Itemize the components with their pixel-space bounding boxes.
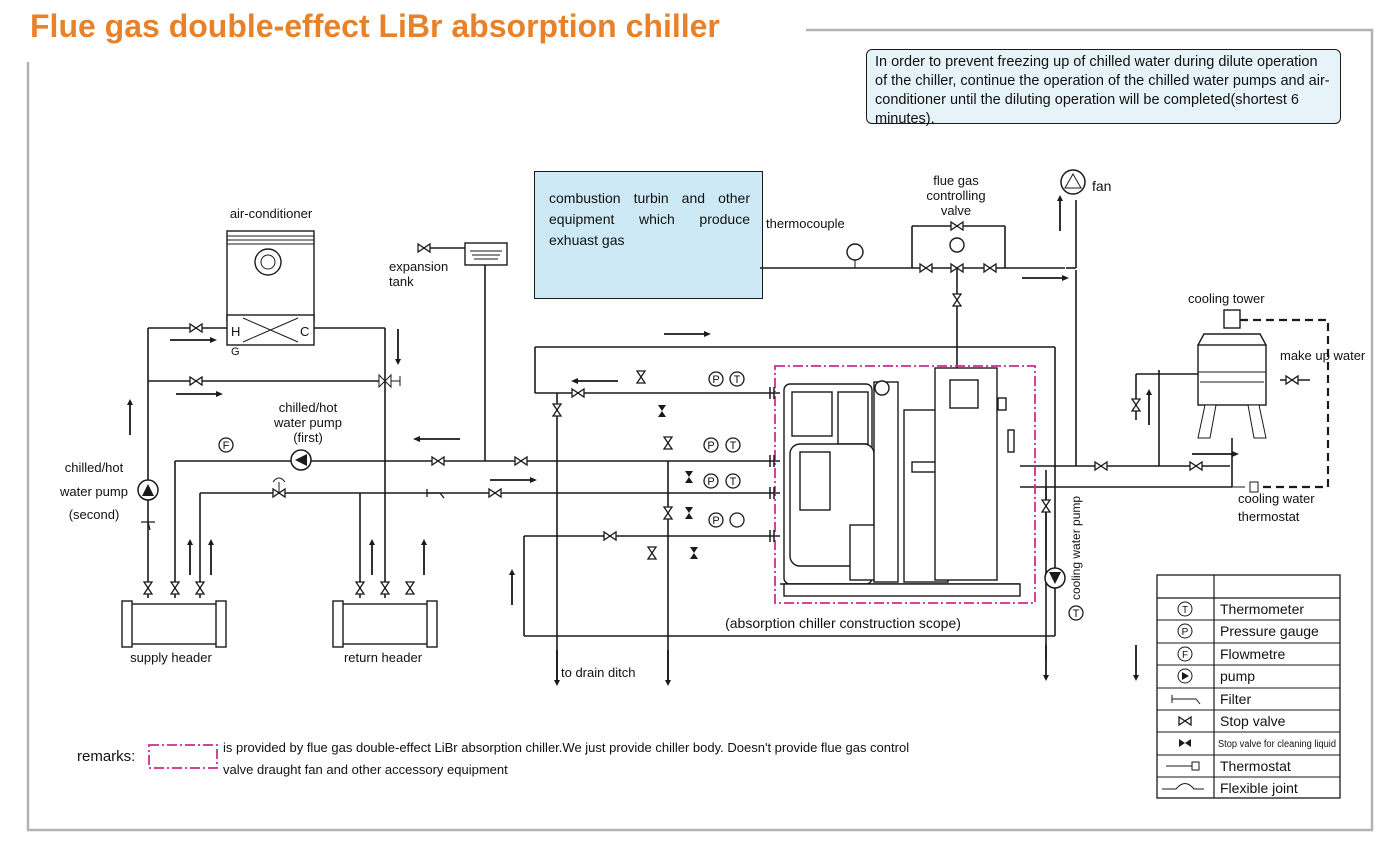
remarks-scope-sample — [148, 744, 218, 769]
flue-gas-controlling-valve: flue gas controlling valve — [919, 173, 997, 307]
svg-text:(first): (first) — [293, 430, 323, 445]
thermocouple: thermocouple — [766, 216, 864, 268]
expansion-tank: expansion tank — [389, 242, 508, 289]
legend-table: T P F Thermometer — [1156, 574, 1341, 799]
svg-text:Thermostat: Thermostat — [1220, 758, 1291, 774]
svg-text:chilled/hot: chilled/hot — [279, 400, 338, 415]
cleaning-valve-icon — [1179, 739, 1191, 747]
svg-text:(second): (second) — [69, 507, 120, 522]
svg-text:F: F — [1182, 650, 1188, 661]
chilled-pump-second: chilled/hot water pump (second) — [59, 460, 159, 522]
svg-text:cooling tower: cooling tower — [1188, 291, 1265, 306]
combustion-equipment-box: combustion turbin and other equipment wh… — [534, 171, 763, 299]
bypass-control-valve — [272, 477, 286, 498]
svg-text:Filter: Filter — [1220, 691, 1251, 707]
svg-text:chilled/hot: chilled/hot — [65, 460, 124, 475]
supply-header: supply header — [121, 600, 227, 665]
return-header: return header — [332, 600, 438, 665]
chiller-scope-border — [774, 365, 1036, 604]
chilled-pump-first: chilled/hot water pump (first) — [273, 400, 342, 471]
absorption-chiller — [780, 367, 1021, 597]
svg-text:T: T — [734, 374, 741, 386]
svg-text:Pressure gauge: Pressure gauge — [1220, 623, 1319, 639]
cooling-tower: cooling tower make up water — [1188, 291, 1366, 439]
svg-text:P: P — [707, 476, 714, 488]
ac-h-label: H — [231, 324, 240, 339]
svg-text:Stop valve for cleaning liquid: Stop valve for cleaning liquid — [1218, 739, 1336, 750]
cooling-water-pump-label: cooling water pump — [1069, 496, 1083, 600]
svg-text:valve draught fan and other ac: valve draught fan and other accessory eq… — [223, 762, 508, 777]
air-conditioner: H C G air-conditioner — [226, 206, 315, 358]
svg-text:P: P — [712, 374, 719, 386]
drain-label: to drain ditch — [561, 665, 635, 680]
air-conditioner-label: air-conditioner — [230, 206, 313, 221]
svg-text:Flowmetre: Flowmetre — [1220, 646, 1286, 662]
ac-c-label: C — [300, 324, 309, 339]
flexible-joint-icon — [1162, 783, 1204, 790]
three-way-valve — [378, 373, 401, 389]
svg-text:remarks:: remarks: — [77, 748, 135, 765]
svg-text:T: T — [1073, 608, 1080, 620]
stop-valves — [143, 323, 1299, 595]
svg-text:make up water: make up water — [1280, 348, 1366, 363]
flue-gas-label: flue gas — [933, 173, 979, 188]
svg-text:Flexible joint: Flexible joint — [1220, 780, 1298, 796]
dilution-note: In order to prevent freezing up of chill… — [866, 49, 1341, 127]
tank-label: tank — [389, 274, 414, 289]
svg-text:Stop valve: Stop valve — [1220, 713, 1286, 729]
thermocouple-label: thermocouple — [766, 216, 845, 231]
thermometer-icon: T — [1177, 601, 1193, 617]
flowmetre-gauge-label: F — [223, 440, 230, 452]
svg-text:thermostat: thermostat — [1238, 509, 1300, 524]
piping — [147, 200, 1310, 680]
pressure-gauge-icon: P — [1177, 623, 1193, 639]
svg-text:supply header: supply header — [130, 650, 212, 665]
svg-text:pump: pump — [1220, 668, 1255, 684]
fan: fan — [1060, 169, 1111, 195]
filter-icon — [1171, 695, 1201, 705]
svg-text:T: T — [1182, 605, 1188, 616]
cooling-water-thermostat: cooling water thermostat — [1222, 481, 1315, 524]
svg-text:return header: return header — [344, 650, 423, 665]
diagram-frame — [26, 28, 1374, 832]
page-title: Flue gas double-effect LiBr absorption c… — [30, 8, 720, 44]
svg-text:water pump: water pump — [59, 484, 128, 499]
svg-text:cooling water: cooling water — [1238, 491, 1315, 506]
makeup-dashed-line — [1240, 318, 1330, 489]
svg-text:T: T — [730, 440, 737, 452]
ac-g-label: G — [231, 346, 240, 358]
svg-text:P: P — [712, 515, 719, 527]
pump-icon — [1177, 668, 1193, 684]
valve-label: valve — [941, 203, 971, 218]
gauges: F P T P T P T P T — [218, 371, 1084, 621]
svg-text:water pump: water pump — [273, 415, 342, 430]
svg-text:P: P — [707, 440, 714, 452]
fan-label: fan — [1092, 178, 1111, 194]
svg-text:Thermometer: Thermometer — [1220, 601, 1304, 617]
filters — [141, 489, 445, 531]
svg-text:P: P — [1182, 627, 1189, 638]
remarks: remarks: is provided by flue gas double-… — [77, 740, 909, 777]
scope-label: (absorption chiller construction scope) — [725, 615, 961, 631]
controlling-label: controlling — [926, 188, 985, 203]
expansion-label: expansion — [389, 259, 448, 274]
svg-text:T: T — [730, 476, 737, 488]
svg-text:is provided by flue gas double: is provided by flue gas double-effect Li… — [223, 740, 909, 755]
thermostat-icon — [1166, 761, 1200, 771]
flowmetre-icon: F — [1177, 646, 1193, 662]
cooling-water-pump: cooling water pump — [1044, 496, 1083, 600]
